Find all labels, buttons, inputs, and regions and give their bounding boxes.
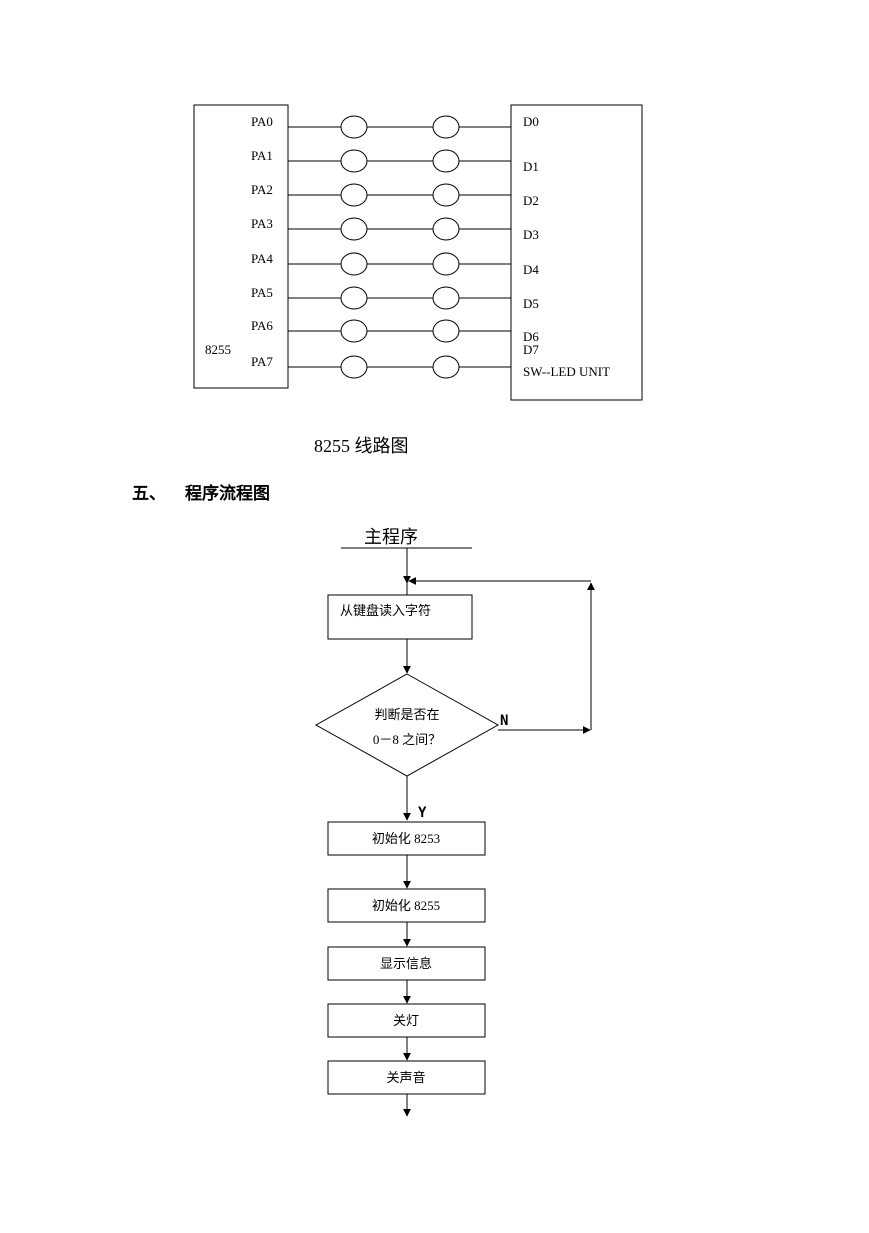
connector-circle-right xyxy=(432,115,460,139)
connector-circle-right xyxy=(432,217,460,241)
connector-circle-right xyxy=(432,183,460,207)
read-key-text: 从键盘读入字符 xyxy=(340,603,431,618)
chip-8255-box xyxy=(193,104,289,389)
d-pin-label: D1 xyxy=(523,159,539,174)
d-pin-label: D7 xyxy=(523,342,539,357)
pin-row: PA7 D7 xyxy=(251,342,539,379)
connector-circle-left xyxy=(340,183,368,207)
pa-pin-label: PA5 xyxy=(251,285,273,300)
decision-diamond xyxy=(314,673,500,777)
pa-pin-label: PA7 xyxy=(251,354,273,369)
connector-circle-left xyxy=(340,252,368,276)
yes-label: Y xyxy=(418,805,427,821)
connector-circle-left xyxy=(340,149,368,173)
pa-pin-label: PA4 xyxy=(251,251,273,266)
step-text: 初始化 8253 xyxy=(372,831,440,846)
connector-circle-left xyxy=(340,319,368,343)
pa-pin-label: PA6 xyxy=(251,318,273,333)
connector-circle-right xyxy=(432,252,460,276)
no-label: N xyxy=(500,713,508,729)
pin-row: PA0 D0 xyxy=(251,114,539,139)
section-number: 五、 xyxy=(132,484,166,504)
pa-pin-label: PA0 xyxy=(251,114,273,129)
connector-circle-right xyxy=(432,286,460,310)
decision-text-line1: 判断是否在 xyxy=(374,707,439,722)
connector-circle-left xyxy=(340,286,368,310)
pa-pin-label: PA2 xyxy=(251,182,273,197)
flowchart-title: 主程序 xyxy=(364,527,418,547)
d-pin-label: D5 xyxy=(523,296,539,311)
step-text: 关灯 xyxy=(393,1013,419,1028)
flowchart: 主程序 从键盘读入字符 判断是否在 0－8 之间？ N Y 初始化 8253初始… xyxy=(314,527,595,1117)
connector-circle-right xyxy=(432,355,460,379)
d-pin-label: D3 xyxy=(523,227,539,242)
connector-circle-left xyxy=(340,217,368,241)
chip-8255-label: 8255 xyxy=(205,342,231,357)
pa-pin-label: PA3 xyxy=(251,216,273,231)
connector-circle-right xyxy=(432,319,460,343)
d-pin-label: D6 xyxy=(523,329,539,344)
pa-pin-label: PA1 xyxy=(251,148,273,163)
decision-text-line2: 0－8 之间？ xyxy=(373,732,441,747)
connector-circle-left xyxy=(340,115,368,139)
step-text: 显示信息 xyxy=(380,956,432,971)
circuit-caption: 8255 线路图 xyxy=(314,436,409,456)
d-pin-label: D0 xyxy=(523,114,539,129)
sw-led-unit-box xyxy=(510,104,643,401)
d-pin-label: D2 xyxy=(523,193,539,208)
circuit-diagram: 8255 PA0 D0PA1D1PA2D2PA3D3PA4D4PA5D5PA6D6… xyxy=(193,104,643,456)
sw-led-unit-label: SW--LED UNIT xyxy=(523,364,610,379)
step-text: 关声音 xyxy=(386,1070,425,1085)
connector-circle-left xyxy=(340,355,368,379)
step-text: 初始化 8255 xyxy=(372,898,440,913)
d-pin-label: D4 xyxy=(523,262,539,277)
connector-circle-right xyxy=(432,149,460,173)
section-heading: 五、 程序流程图 xyxy=(132,483,270,504)
read-key-box xyxy=(327,594,473,640)
section-title: 程序流程图 xyxy=(185,483,270,504)
